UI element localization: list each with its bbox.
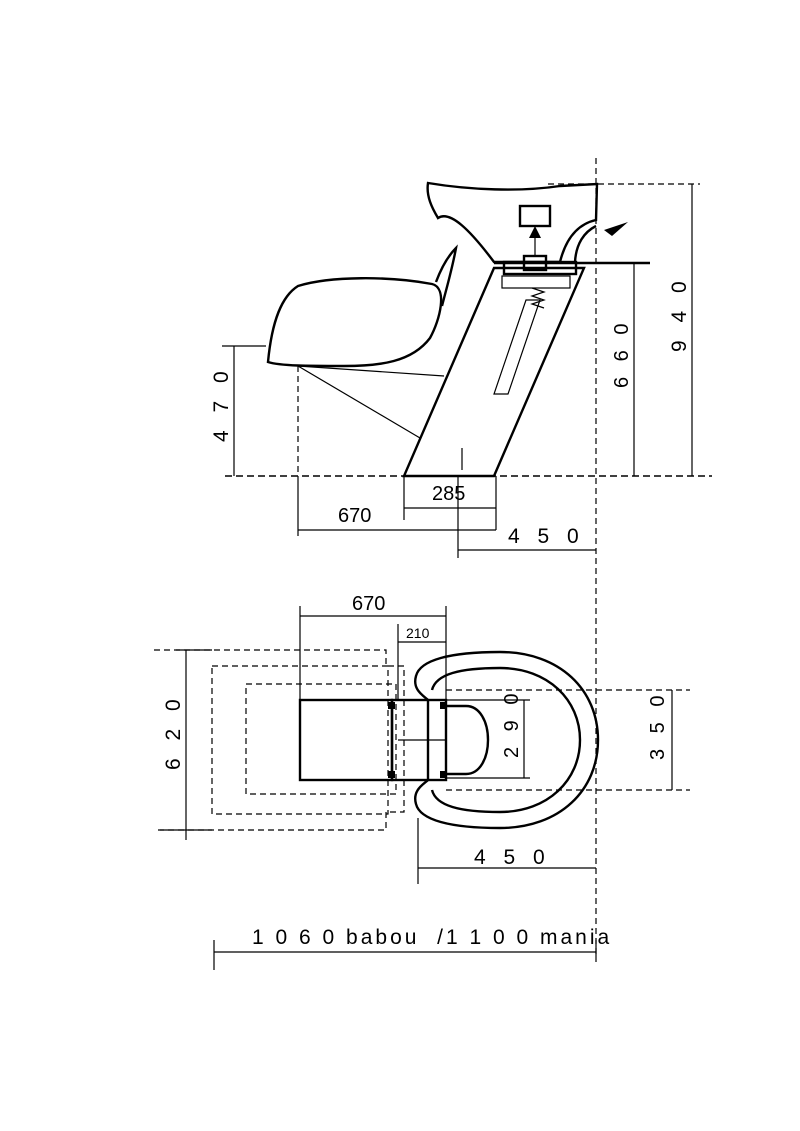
pedestal-column (402, 266, 586, 478)
mount-bolt-br (440, 771, 447, 778)
top-dim-450-label: 4 5 0 (474, 846, 551, 869)
seat-frame-diagonal (297, 365, 421, 439)
side-view: 9 4 0 6 6 0 4 7 0 285 670 4 5 0 (210, 158, 712, 958)
drain-top-cap (518, 204, 552, 228)
top-dim-290-label: 2 9 0 (501, 689, 523, 758)
dim-285-label: 285 (432, 483, 465, 505)
basin-top-outer (414, 650, 600, 830)
dim-470-label: 4 7 0 (210, 365, 233, 442)
seat-frame-top (297, 365, 445, 377)
top-dim-210-label: 210 (406, 625, 430, 641)
seat-outline-inner (245, 683, 397, 795)
overall-dimension: 1 0 6 0 babou /1 1 0 0 mania (213, 926, 612, 970)
indicator-triangle (604, 222, 628, 236)
dim-450-label: 4 5 0 (508, 525, 585, 548)
dim-670-label: 670 (338, 505, 371, 527)
seat-outline-outer (211, 665, 389, 815)
top-dim-350-label: 3 5 0 (647, 691, 669, 760)
basin-bowl (426, 181, 599, 264)
seat-outline-frame (154, 649, 405, 831)
seat-top (298, 698, 394, 782)
drain-arrow-head (529, 226, 541, 238)
seat-headrest-arm (434, 244, 458, 307)
top-view: 670 210 2 9 0 3 5 0 (154, 593, 690, 884)
overall-dim-label: 1 0 6 0 babou /1 1 0 0 mania (252, 926, 612, 949)
drain-mount-plate (501, 275, 571, 289)
dim-940-label: 9 4 0 (668, 275, 691, 352)
basin-top-inner (430, 666, 582, 814)
top-dim-620-label: 6 2 0 (162, 693, 185, 770)
basin-neck-cutout (446, 704, 490, 776)
top-dim-670-label: 670 (352, 593, 385, 615)
basin-neck-curve (573, 224, 597, 263)
mount-bolt-bl (388, 771, 395, 778)
mount-bolt-tl (388, 702, 395, 709)
hose-channel (493, 299, 541, 395)
seat-backrest (266, 277, 443, 368)
mount-bolt-tr (440, 702, 447, 709)
dim-660-label: 6 6 0 (611, 319, 633, 388)
drain-spring (530, 287, 546, 309)
